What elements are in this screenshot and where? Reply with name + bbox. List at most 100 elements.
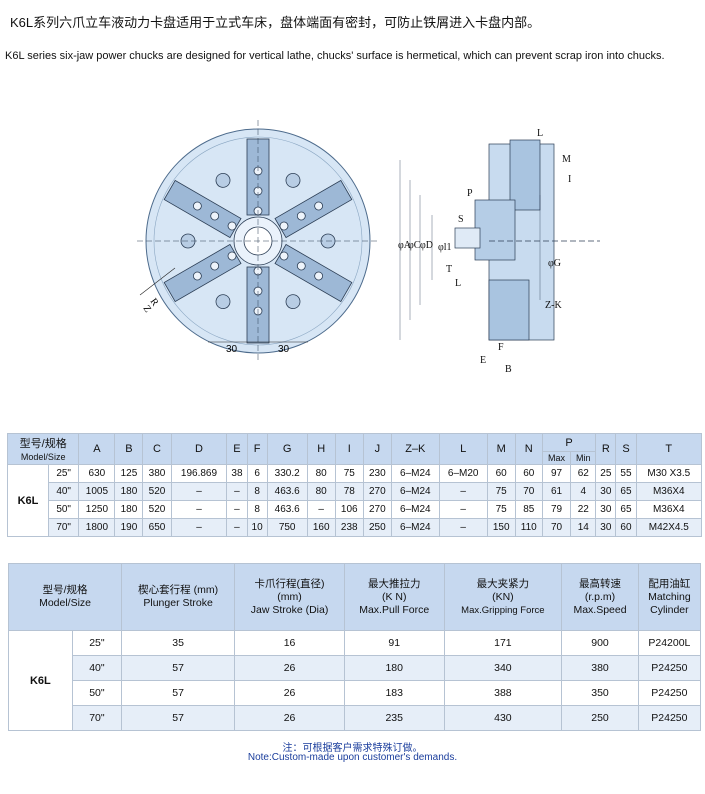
jaw-bolt xyxy=(296,261,306,271)
note-chinese: 注：可根据客户需求特殊订做。 xyxy=(282,743,423,754)
col-l: L xyxy=(438,433,488,465)
label-z: Z xyxy=(141,303,154,314)
col-h: H xyxy=(306,433,336,465)
table-cell: – xyxy=(226,518,248,537)
table-cell: 78 xyxy=(334,482,364,501)
table-cell: 60 xyxy=(486,464,516,483)
table-cell: 75 xyxy=(486,482,516,501)
label-z-k: Z-K xyxy=(545,300,562,311)
table-cell: 1800 xyxy=(78,518,116,537)
size-cell: 40" xyxy=(47,482,80,501)
table-cell: M30 X3.5 xyxy=(635,464,703,483)
chuck-side-view xyxy=(399,139,600,341)
col-j: J xyxy=(362,433,392,465)
table-cell: 230 xyxy=(362,464,392,483)
body-hole xyxy=(215,172,231,188)
table-cell: – xyxy=(438,518,488,537)
col-gripping-force: 最大夹紧力(KN)Max.Gripping Force xyxy=(443,563,563,631)
table-cell: 70 xyxy=(541,518,572,537)
table-cell: – xyxy=(226,482,248,501)
table-cell: 183 xyxy=(343,680,445,706)
col-pull-force: 最大推拉力(K N)Max.Pull Force xyxy=(343,563,445,631)
table-cell: 6 xyxy=(246,464,268,483)
label-p: P xyxy=(467,188,473,199)
table-cell: – xyxy=(226,500,248,519)
col-t: T xyxy=(635,433,703,465)
table-cell: 4 xyxy=(570,482,597,501)
jaw-bolt xyxy=(296,211,306,221)
table-cell: 6–M24 xyxy=(390,500,440,519)
table-cell: 57 xyxy=(121,705,236,731)
table-cell: 270 xyxy=(362,500,392,519)
table-cell: 125 xyxy=(114,464,144,483)
col-p-max: Max xyxy=(541,451,572,465)
table-cell: 79 xyxy=(541,500,572,519)
size-cell: 70" xyxy=(47,518,80,537)
label-phi-c: φC xyxy=(408,240,421,251)
table-cell: M36X4 xyxy=(635,482,703,501)
table-cell: – xyxy=(170,500,228,519)
col-m: M xyxy=(486,433,516,465)
jaw-bolt xyxy=(192,271,202,281)
table-cell: – xyxy=(438,500,488,519)
table-cell: 22 xyxy=(570,500,597,519)
col-jaw-stroke: 卡爪行程(直径)(mm)Jaw Stroke (Dia) xyxy=(234,563,345,631)
table-cell: 180 xyxy=(343,655,445,681)
table-cell: 171 xyxy=(443,630,563,656)
col-b: B xyxy=(114,433,144,465)
title-chinese: K6L系列六爪立车液动力卡盘适用于立式车床，盘体端面有密封，可防止铁屑进入卡盘内… xyxy=(10,15,541,30)
size-cell: 25" xyxy=(71,630,123,656)
table-cell: 250 xyxy=(362,518,392,537)
table-cell: P24250 xyxy=(637,705,702,731)
table-cell: 57 xyxy=(121,680,236,706)
jaw-bolt xyxy=(227,251,237,261)
table-cell: 75 xyxy=(486,500,516,519)
label-l-low: L xyxy=(455,278,461,289)
col-a: A xyxy=(78,433,116,465)
table-cell: 65 xyxy=(615,482,637,501)
model-cell: K6L xyxy=(7,464,49,537)
table-cell: 520 xyxy=(142,482,172,501)
col-f: F xyxy=(246,433,268,465)
table-cell: 35 xyxy=(121,630,236,656)
col-r: R xyxy=(595,433,617,465)
table-cell: 650 xyxy=(142,518,172,537)
table-cell: 61 xyxy=(541,482,572,501)
col-g: G xyxy=(266,433,308,465)
table-cell: 85 xyxy=(514,500,543,519)
table-cell: 6–M24 xyxy=(390,464,440,483)
table-cell: P24250 xyxy=(637,680,702,706)
table-cell: 60 xyxy=(615,518,637,537)
table-cell: 8 xyxy=(246,500,268,519)
jaw-bolt xyxy=(279,221,289,231)
table-cell: 238 xyxy=(334,518,364,537)
table-cell: – xyxy=(170,518,228,537)
col-p-min: Min xyxy=(570,451,597,465)
size-cell: 70" xyxy=(71,705,123,731)
body-hole xyxy=(285,172,301,188)
jaw-bolt xyxy=(279,251,289,261)
table-cell: 91 xyxy=(343,630,445,656)
table-cell: 57 xyxy=(121,655,236,681)
label-m: M xyxy=(562,154,571,165)
label-phi-d: φD xyxy=(420,240,433,251)
table-cell: 30 xyxy=(595,482,617,501)
table-cell: 80 xyxy=(306,464,336,483)
table-cell: M36X4 xyxy=(635,500,703,519)
col-max-speed: 最高转速(r.p.m)Max.Speed xyxy=(561,563,639,631)
table-cell: 630 xyxy=(78,464,116,483)
label-e: E xyxy=(480,355,486,366)
table-cell: 25 xyxy=(595,464,617,483)
label-f: F xyxy=(498,342,504,353)
table-cell: 30 xyxy=(595,500,617,519)
table-cell: 350 xyxy=(561,680,639,706)
chuck-front-view: R Z 30 30 xyxy=(137,120,379,362)
col-s: S xyxy=(615,433,637,465)
table-cell: 430 xyxy=(443,705,563,731)
table-cell: 180 xyxy=(114,482,144,501)
